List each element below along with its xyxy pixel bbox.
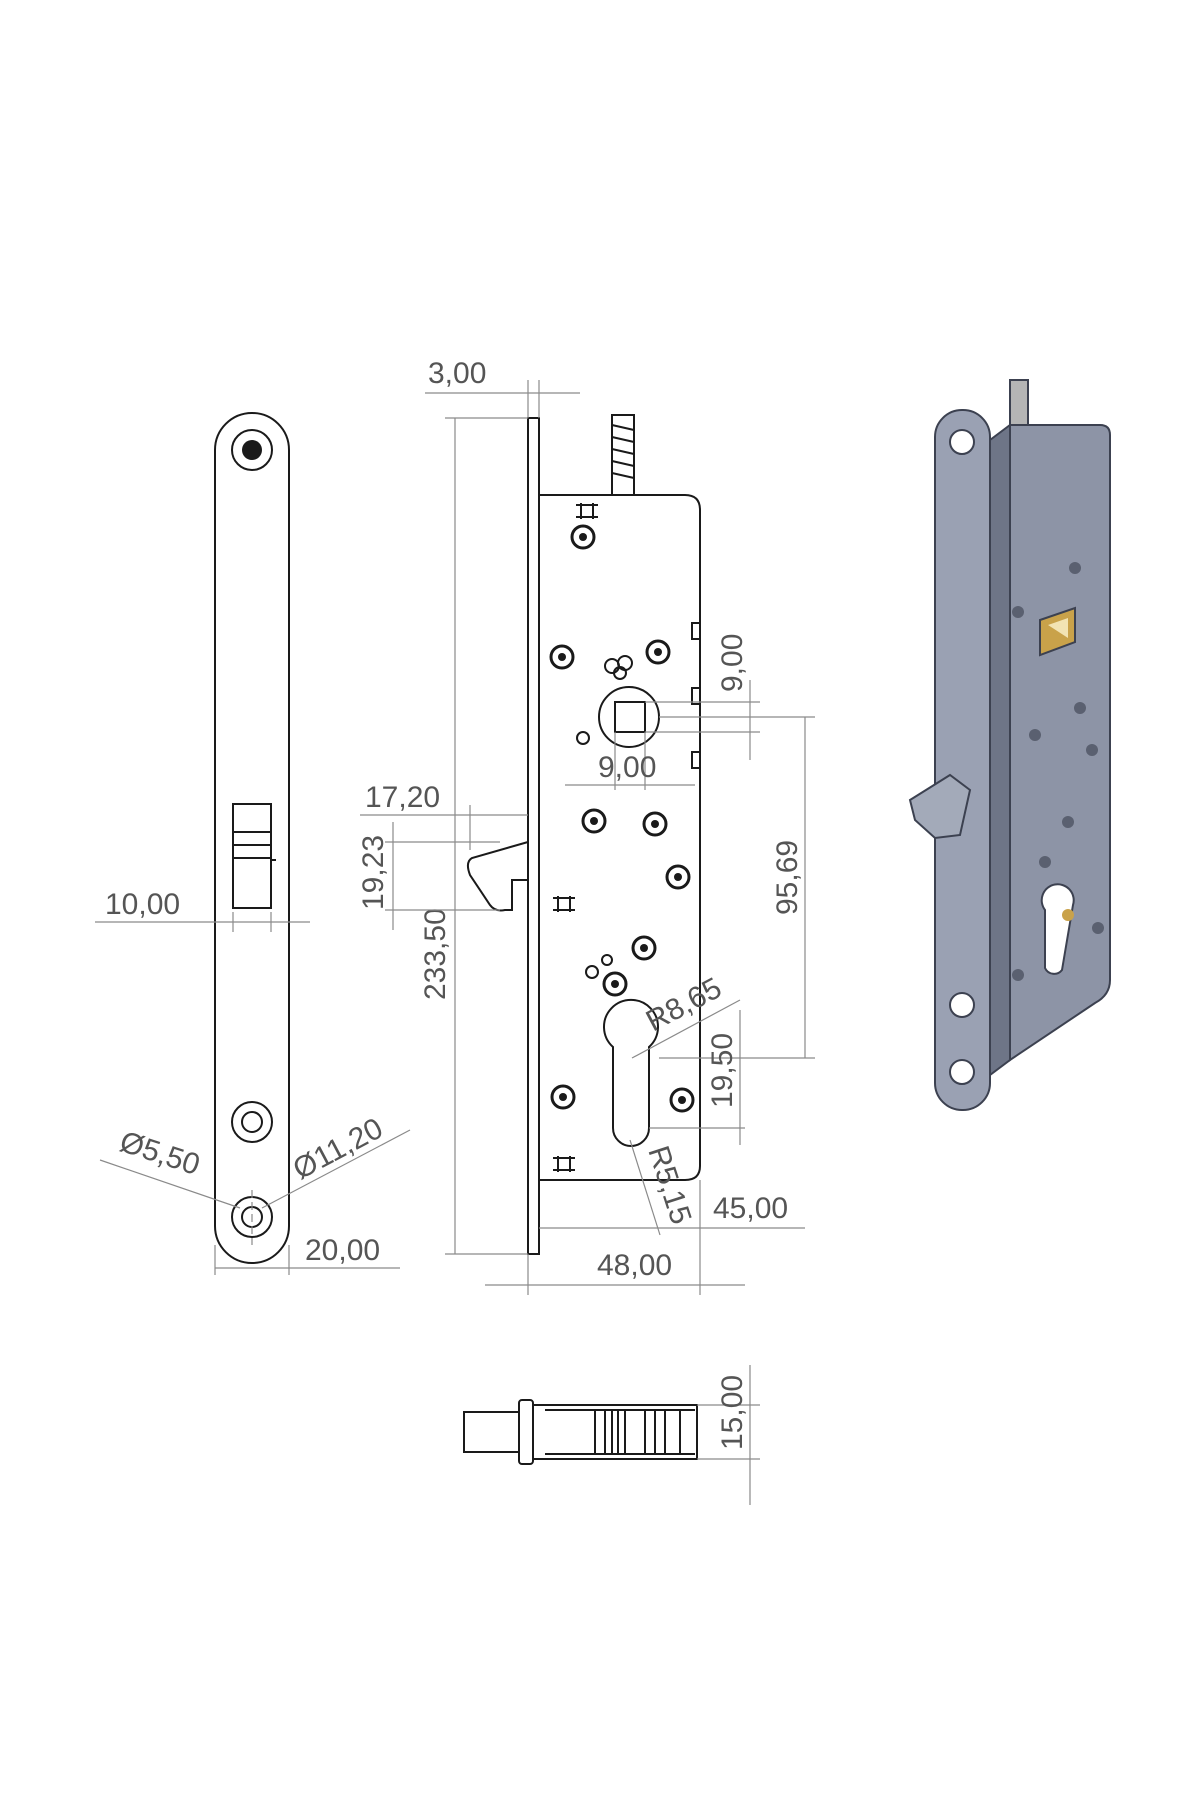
side-view-dimensions: 3,00 233,50 17,20 19,23 9,00 9,00 95,69 <box>357 357 815 1295</box>
dim-latch-offset: 17,20 <box>365 781 440 814</box>
dim-backset: 45,00 <box>713 1192 788 1225</box>
dim-case-depth: 48,00 <box>597 1249 672 1282</box>
dim-latch-height: 19,23 <box>357 835 390 910</box>
dim-spindle-square-w: 9,00 <box>598 751 656 784</box>
top-view-dimensions: 15,00 <box>697 1365 760 1505</box>
cylinder-cutout <box>603 998 659 1147</box>
dim-spindle-square-h: 9,00 <box>716 634 749 692</box>
dim-cylinder-height: 19,50 <box>706 1033 739 1108</box>
bracket-mid <box>553 896 575 912</box>
dim-spindle-to-cylinder: 95,69 <box>771 840 804 915</box>
dim-faceplate-latch-width: 10,00 <box>105 888 180 921</box>
dim-faceplate-width: 20,00 <box>305 1234 380 1267</box>
spindle-square <box>614 701 646 733</box>
bracket-top <box>576 503 598 519</box>
dim-faceplate-thickness: 3,00 <box>428 357 486 390</box>
bracket-bottom <box>553 1156 575 1172</box>
lock-isometric-view <box>908 379 1111 1111</box>
top-view-ribs <box>594 1410 681 1454</box>
stud-thread <box>611 424 635 479</box>
faceplate-front-view <box>214 412 290 1264</box>
lock-body-top-view <box>463 1399 698 1465</box>
dim-hole-diameter-small: Ø5,50 <box>116 1125 204 1182</box>
dim-overall-length: 233,50 <box>419 908 452 1000</box>
dim-case-thickness: 15,00 <box>716 1375 749 1450</box>
lock-body-side-view <box>466 414 701 1255</box>
screws <box>549 524 695 1113</box>
